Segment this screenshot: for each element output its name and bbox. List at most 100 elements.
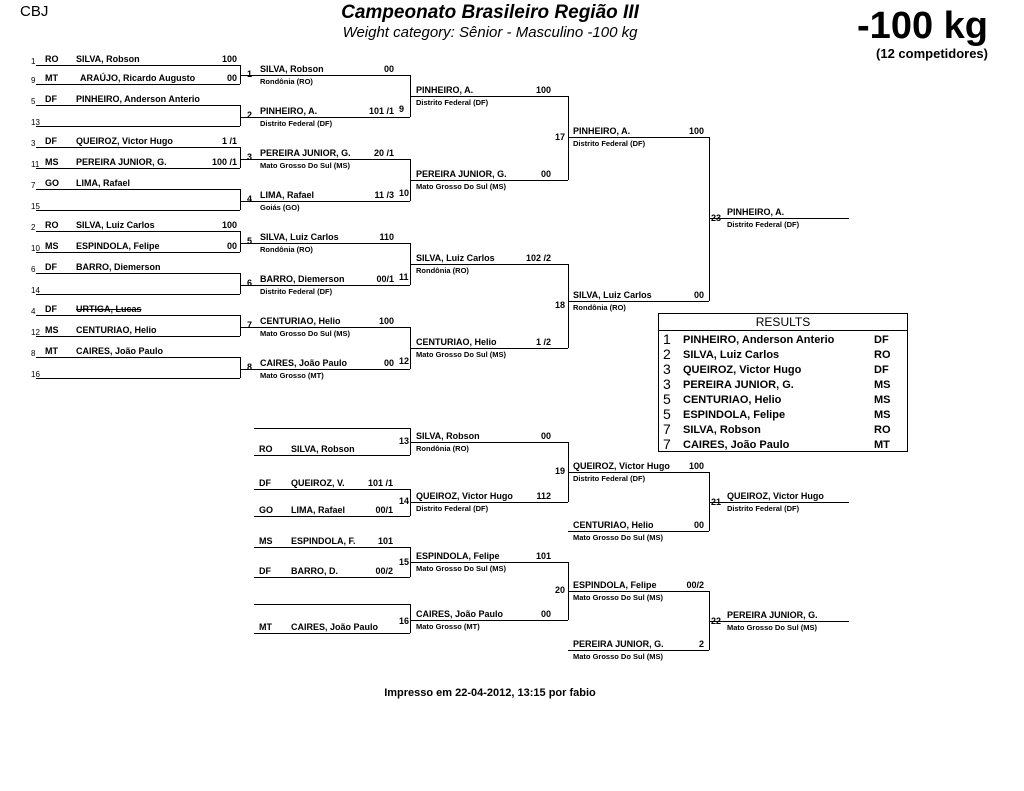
competitor-name: PEREIRA JUNIOR, G.: [76, 157, 167, 167]
bracket-line: [254, 428, 410, 429]
winner-name: CAIRES, João Paulo: [260, 358, 348, 368]
competitor-state: MS: [45, 157, 59, 167]
winner-score: 00/1: [376, 274, 394, 284]
competitor-state: MT: [45, 73, 58, 83]
result-position: 3: [663, 361, 671, 377]
competitor-name: ARAÚJO, Ricardo Augusto: [80, 73, 196, 83]
bracket-line: [36, 147, 240, 148]
competitor-score: 100: [221, 54, 237, 64]
winner-score: 100: [535, 85, 551, 95]
result-row: 5 CENTURIAO, Helio MS: [659, 392, 907, 407]
final-winner-name: PINHEIRO, A.: [727, 207, 785, 217]
match-number: 9: [399, 104, 405, 114]
winner-name: CENTURIAO, Helio: [260, 316, 341, 326]
winner-team: Distrito Federal (DF): [573, 139, 646, 148]
match-number: 15: [399, 557, 410, 567]
winner-name: CENTURIAO, Helio: [416, 337, 497, 347]
bracket-line: [254, 455, 410, 456]
rep-winner-team: Distrito Federal (DF): [416, 504, 489, 513]
bracket-line: [568, 301, 709, 302]
bracket-line: [36, 189, 240, 190]
bracket-line: [36, 336, 240, 337]
match-number: 22: [711, 616, 722, 626]
rep-r3-score: 00/2: [686, 580, 704, 590]
repechage-score: 00/2: [375, 566, 393, 576]
bracket-line: [709, 218, 849, 219]
winner-score: 101 /1: [368, 106, 394, 116]
bracket-line: [240, 105, 241, 126]
competitor-score: 00: [226, 241, 237, 251]
result-name: CAIRES, João Paulo: [683, 439, 790, 451]
seed-number: 1: [31, 57, 36, 66]
seed-number: 6: [31, 265, 36, 274]
winner-name: LIMA, Rafael: [260, 190, 315, 200]
bracket-line: [36, 378, 240, 379]
repechage-state: GO: [259, 505, 274, 515]
repechage-name: BARRO, D.: [291, 566, 338, 576]
match-number: 7: [247, 319, 253, 330]
competitor-state: MS: [45, 325, 59, 335]
competitor-name: CENTURIAO, Helio: [76, 325, 157, 335]
repechage-score: 101: [377, 536, 393, 546]
match-number: 5: [247, 235, 253, 246]
result-state: MS: [874, 394, 891, 406]
bracket-line: [410, 562, 568, 563]
match-number: 14: [399, 496, 410, 506]
rep-r3-score: 00: [693, 520, 704, 530]
competitor-score: 00: [226, 73, 237, 83]
winner-team: Mato Grosso Do Sul (MS): [416, 350, 506, 359]
print-footer: Impresso em 22-04-2012, 13:15 por fabio: [384, 687, 596, 699]
bracket-line: [240, 369, 410, 370]
rep-r3-name: PEREIRA JUNIOR, G.: [573, 639, 664, 649]
result-position: 5: [663, 391, 671, 407]
competitor-name: CAIRES, João Paulo: [76, 346, 164, 356]
competitor-name: URTIGA, Lucas: [76, 304, 142, 314]
bracket-line: [254, 489, 410, 490]
bronze-winner-name: QUEIROZ, Victor Hugo: [727, 491, 824, 501]
result-name: CENTURIAO, Helio: [683, 394, 782, 406]
bracket-line: [240, 285, 410, 286]
rep-r3-team: Mato Grosso Do Sul (MS): [573, 652, 663, 661]
bracket-line: [36, 210, 240, 211]
match-number: 2: [247, 109, 253, 120]
seed-number: 5: [31, 97, 36, 106]
bracket-line: [410, 604, 411, 633]
winner-team: Mato Grosso (MT): [260, 371, 324, 380]
competitor-score: 100 /1: [211, 157, 237, 167]
seed-number: 10: [31, 244, 40, 253]
bracket-line: [36, 357, 240, 358]
repechage-name: ESPINDOLA, F.: [291, 536, 356, 546]
winner-name: SILVA, Luiz Carlos: [260, 232, 339, 242]
winner-team: Rondônia (RO): [573, 303, 626, 312]
repechage-state: DF: [259, 478, 271, 488]
competitor-state: MT: [45, 346, 58, 356]
match-number: 6: [247, 277, 253, 288]
rep-r3-name: CENTURIAO, Helio: [573, 520, 654, 530]
bracket-line: [568, 531, 709, 532]
bracket-line: [568, 264, 569, 348]
bracket-line: [410, 502, 568, 503]
winner-score: 00: [540, 169, 551, 179]
winner-team: Rondônia (RO): [260, 245, 313, 254]
winner-score: 11 /3: [374, 190, 394, 200]
bracket-line: [410, 264, 568, 265]
result-name: ESPINDOLA, Felipe: [683, 409, 786, 421]
competitor-name: QUEIROZ, Victor Hugo: [76, 136, 173, 146]
rep-winner-name: ESPINDOLA, Felipe: [416, 551, 500, 561]
bracket-line: [240, 147, 241, 168]
winner-name: PEREIRA JUNIOR, G.: [260, 148, 351, 158]
rep-r3-score: 100: [688, 461, 704, 471]
repechage-name: SILVA, Robson: [291, 444, 355, 454]
bracket-line: [36, 168, 240, 169]
bracket-line: [410, 428, 411, 455]
bracket-line: [410, 348, 568, 349]
bronze-winner-team: Distrito Federal (DF): [727, 504, 800, 513]
match-number: 8: [247, 361, 253, 372]
rep-winner-name: QUEIROZ, Victor Hugo: [416, 491, 513, 501]
bracket-line: [568, 472, 709, 473]
rep-winner-score: 112: [536, 491, 551, 501]
repechage-state: RO: [259, 444, 273, 454]
bracket-line: [410, 180, 568, 181]
